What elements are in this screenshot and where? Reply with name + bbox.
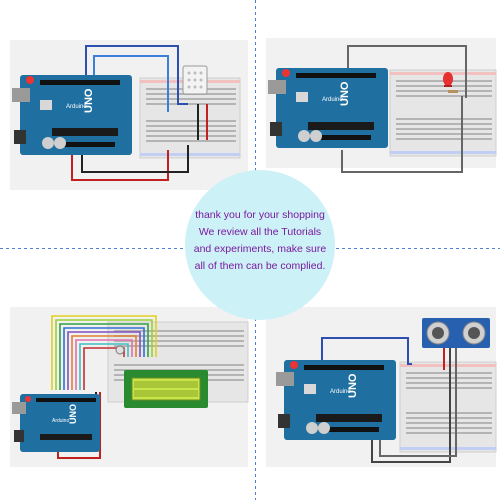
board-brand-label: UNO	[339, 81, 351, 106]
ultrasonic-circuit-diagram: UNO Arduino	[266, 307, 497, 467]
potentiometer	[115, 345, 125, 355]
message-line-4: all of them can be complied.	[194, 260, 326, 272]
panel-ultrasonic-circuit: UNO Arduino	[262, 252, 500, 500]
arduino-board: UNO Arduino	[12, 75, 132, 155]
wires	[321, 337, 457, 463]
arduino-board: UNO Arduino	[12, 394, 100, 452]
board-brand-label: UNO	[68, 404, 78, 424]
wires	[341, 45, 467, 173]
sensor-circuit-diagram: UNO Arduino	[10, 40, 248, 190]
board-sub-label: Arduino	[330, 389, 351, 395]
lcd-module	[124, 370, 208, 408]
board-sub-label: Arduino	[322, 97, 343, 103]
red-led	[443, 72, 453, 87]
board-brand-label: UNO	[347, 373, 359, 398]
board-sub-label: Arduino	[66, 104, 87, 110]
board-sub-label: Arduino	[52, 418, 69, 424]
message-line-3: and experiments, make sure	[193, 243, 327, 255]
temperature-sensor-module	[182, 65, 208, 95]
message-line-1: thank you for your shopping	[195, 209, 325, 221]
arduino-board: UNO Arduino	[268, 68, 388, 148]
breadboard	[399, 361, 497, 453]
lcd-circuit-diagram: UNO Arduino	[10, 307, 249, 467]
board-brand-label: UNO	[83, 88, 95, 113]
breadboard	[139, 77, 241, 159]
led-circuit-diagram: UNO Arduino	[266, 38, 497, 173]
panel-led-circuit: UNO Arduino	[262, 0, 500, 245]
thank-you-message: thank you for your shopping We review al…	[178, 207, 342, 275]
ultrasonic-sensor	[422, 318, 490, 348]
wires	[71, 45, 208, 181]
message-circle	[185, 170, 335, 320]
panel-sensor-circuit: UNO Arduino	[0, 0, 250, 245]
resistor	[448, 90, 458, 93]
panel-lcd-circuit: UNO Arduino	[0, 252, 250, 500]
breadboard	[389, 69, 497, 157]
message-line-2: We review all the Tutorials	[198, 226, 322, 238]
arduino-board: UNO Arduino	[276, 360, 396, 440]
